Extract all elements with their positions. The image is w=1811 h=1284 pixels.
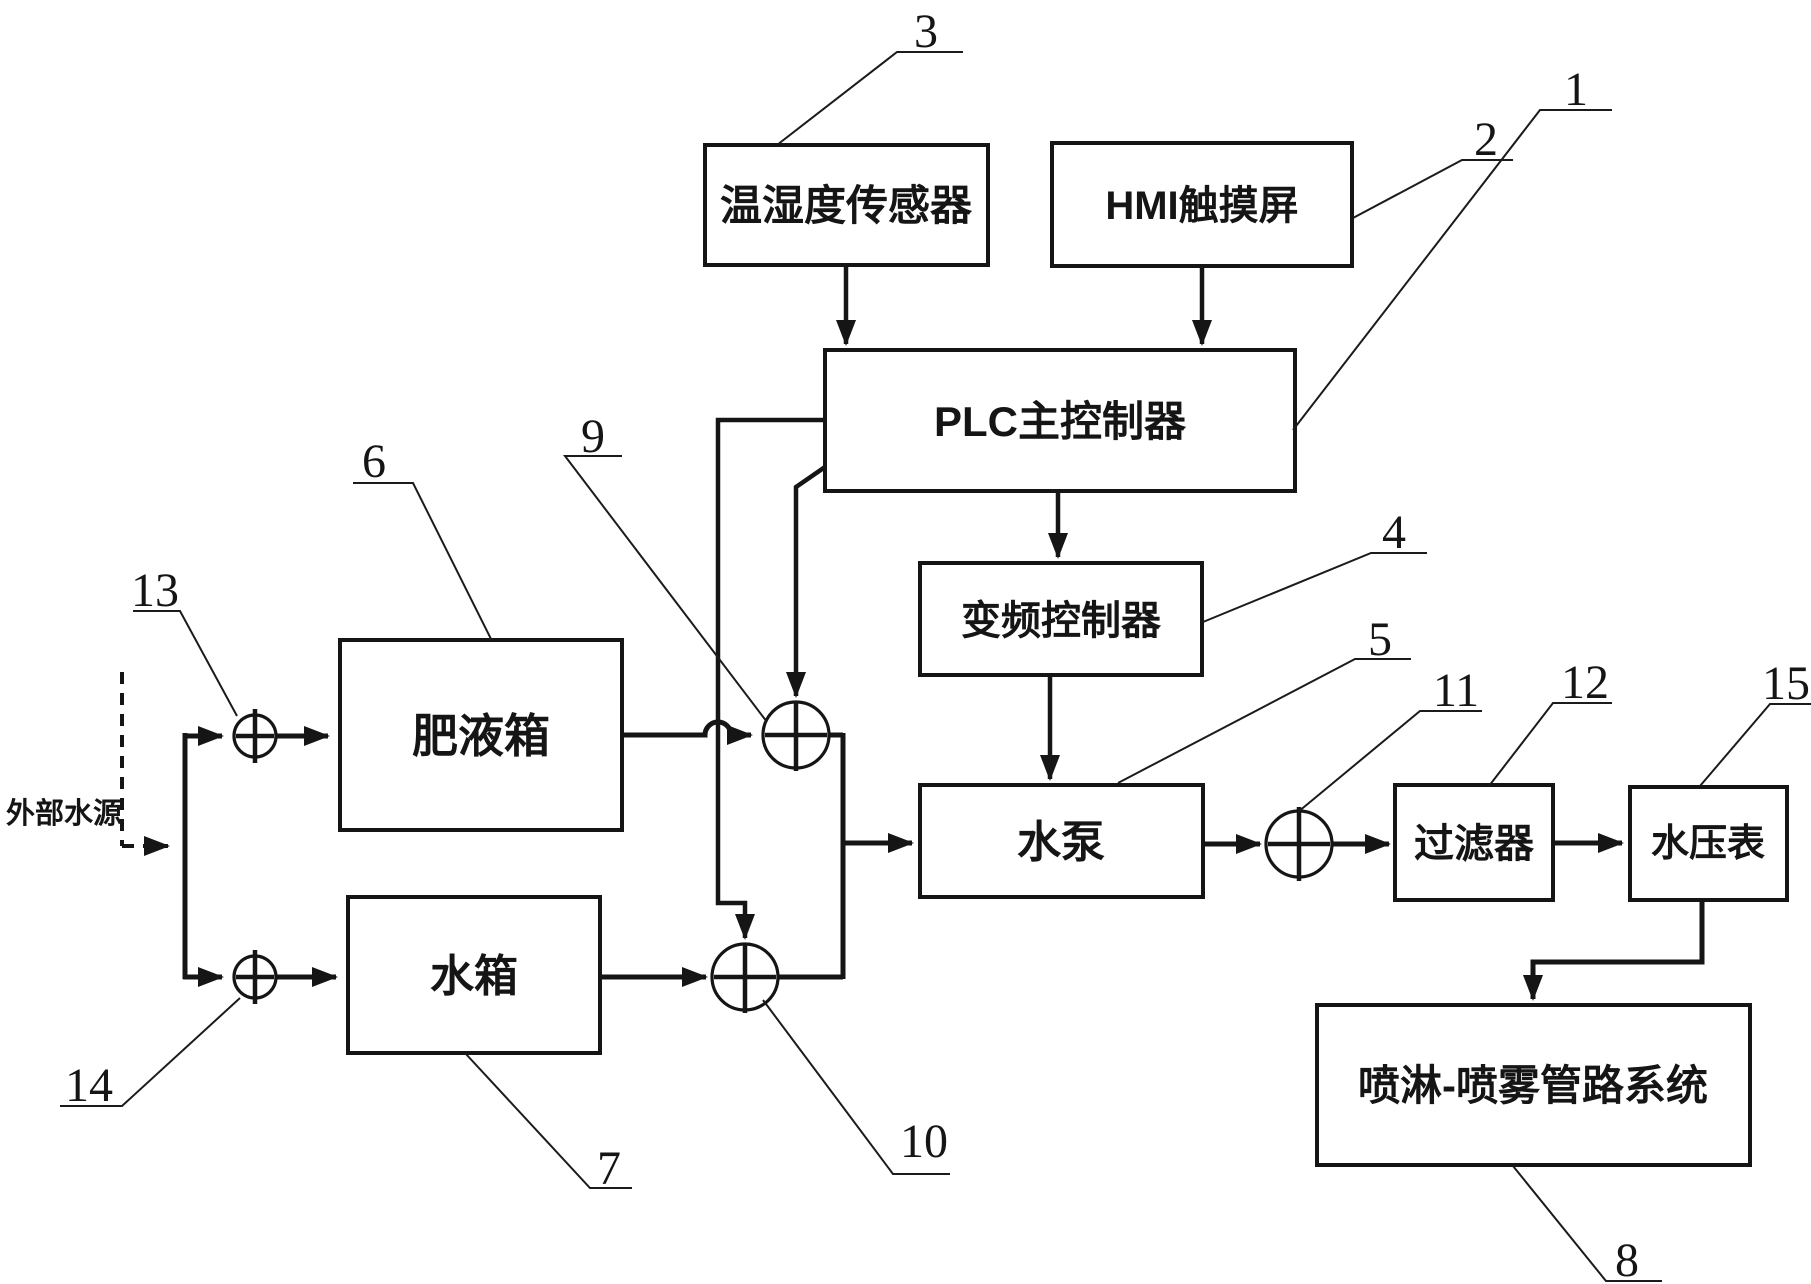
pressure-gauge-box <box>1628 785 1789 902</box>
ref-14-leader <box>60 997 241 1107</box>
plc-to-valve10-control <box>715 417 825 940</box>
plc-box <box>823 348 1297 493</box>
ref-4-leader <box>1202 552 1427 623</box>
ref-6-leader <box>353 482 493 642</box>
external-water-source-line <box>120 672 170 856</box>
filter-label: 过滤器 <box>1414 822 1535 866</box>
plc-label: PLC主控制器 <box>934 398 1187 445</box>
ref-14-number: 14 <box>65 1059 113 1112</box>
ref-12-number: 12 <box>1561 656 1609 709</box>
hmi-label: HMI触摸屏 <box>1105 184 1298 228</box>
sensor-label: 温湿度传感器 <box>720 182 973 229</box>
water-outlet-valve-symbol <box>710 942 780 1013</box>
pump-box <box>918 783 1205 899</box>
ref-10-number: 10 <box>900 1115 948 1168</box>
pump-outlet-valve-symbol <box>1264 807 1334 881</box>
fertilizer-outlet-valve-symbol <box>761 700 831 771</box>
ref-2-number: 2 <box>1474 113 1498 166</box>
ref-13-leader <box>133 610 238 717</box>
filter-box <box>1393 783 1555 902</box>
plc-to-valve9-control <box>786 465 827 698</box>
vfd-label: 变频控制器 <box>961 599 1162 643</box>
ref-5-number: 5 <box>1368 613 1392 666</box>
ref-3-leader <box>776 51 963 146</box>
ref-1-leader <box>1292 109 1612 431</box>
ref-1-number: 1 <box>1564 63 1588 116</box>
ref-10-leader <box>762 999 950 1175</box>
ref-15-leader <box>1699 703 1811 787</box>
sensor-box <box>703 143 990 267</box>
water-tank-label: 水箱 <box>430 952 518 1001</box>
spray-system-label: 喷淋-喷雾管路系统 <box>1358 1062 1708 1109</box>
ref-2-leader <box>1352 159 1513 219</box>
fertilizer-tank-label: 肥液箱 <box>412 710 550 762</box>
ref-6-number: 6 <box>362 435 386 488</box>
water-inlet-valve-symbol <box>232 950 278 1004</box>
ref-3-number: 3 <box>914 5 938 58</box>
ref-13-number: 13 <box>131 564 179 617</box>
ref-15-number: 15 <box>1762 657 1810 710</box>
fertilizer-tank-box <box>338 638 624 832</box>
hmi-box <box>1050 141 1354 268</box>
fertilizer-tank-out-arrow <box>622 719 753 745</box>
ref-9-number: 9 <box>581 410 605 463</box>
water-tank-box <box>346 895 602 1055</box>
valve14-circle <box>232 954 278 1000</box>
ref-7-number: 7 <box>597 1142 621 1195</box>
pressure-gauge-label: 水压表 <box>1651 823 1765 865</box>
gauge-to-spray-arrow <box>1523 900 1705 1001</box>
spray-system-box <box>1315 1003 1752 1167</box>
ref-11-leader <box>1297 710 1482 813</box>
ref-8-number: 8 <box>1615 1234 1639 1284</box>
ref-4-number: 4 <box>1382 506 1406 559</box>
vfd-box <box>918 561 1204 677</box>
ref-5-leader <box>1117 658 1411 784</box>
ref-8-leader <box>1512 1165 1662 1282</box>
ref-12-leader <box>1488 702 1612 787</box>
pump-label: 水泵 <box>1017 818 1105 867</box>
fertilizer-inlet-valve-symbol <box>232 709 278 763</box>
valve13-circle <box>232 713 278 759</box>
ref-9-leader <box>562 455 768 723</box>
external-water-source-label: 外部水源 <box>6 796 122 830</box>
ref-7-leader <box>464 1052 632 1189</box>
ref-11-number: 11 <box>1433 664 1479 717</box>
